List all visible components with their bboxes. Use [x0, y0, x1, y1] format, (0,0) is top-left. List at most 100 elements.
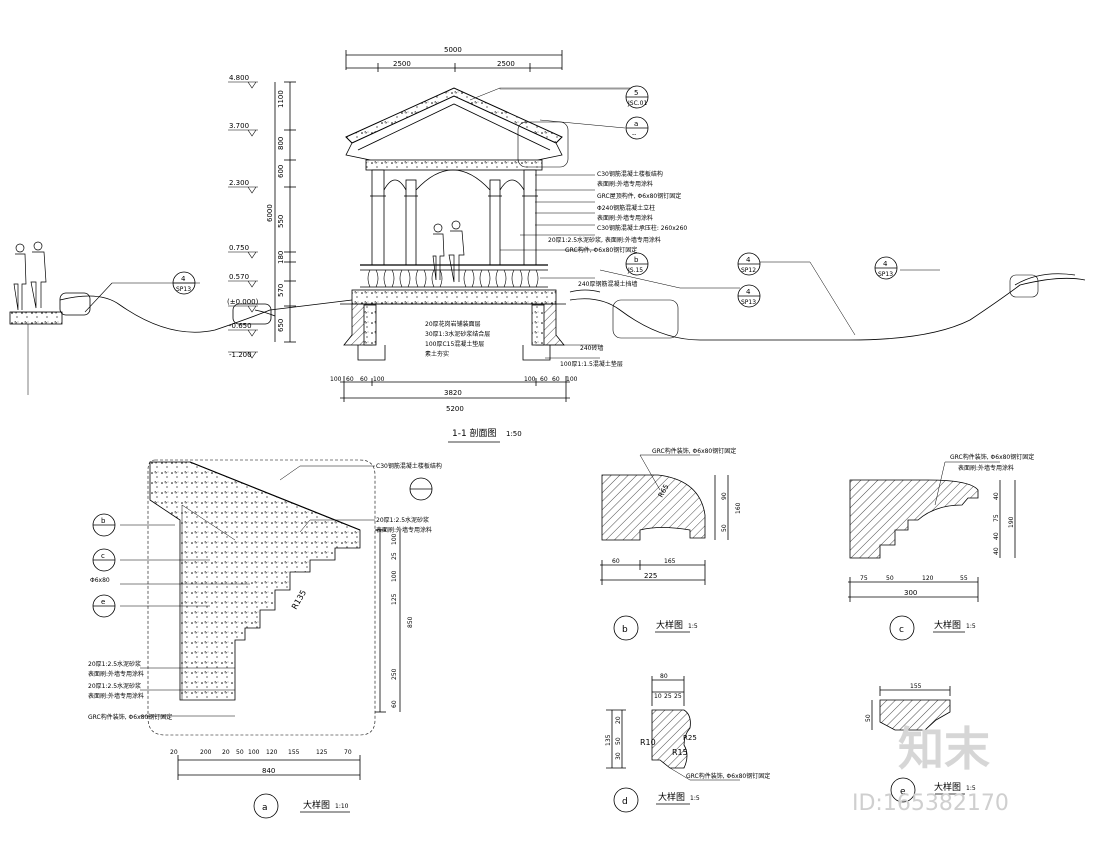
detail-c [848, 461, 1016, 641]
tag-7-num: 4 [181, 275, 186, 283]
detail-a-tag-c: c [101, 552, 105, 560]
detail-d-text: 80 10 25 25 20 50 30 135 R10 R15 R25 GRC… [605, 673, 770, 807]
detail-c-scale: 1:5 [966, 623, 976, 630]
detail-d-dim-top: 80 [660, 673, 668, 680]
tag-2-num: a [634, 120, 638, 128]
detail-b-note: GRC构件装饰, Φ6x80钢钉固定 [652, 447, 736, 455]
detail-a-rdim-3: 100 [391, 570, 398, 582]
tag-4-sheet: SP12 [741, 267, 756, 274]
callout-8: GRC构件, Φ6x80钢钉固定 [565, 246, 637, 254]
detail-c-dim-4: 55 [960, 575, 968, 582]
section-scale: 1:50 [506, 430, 522, 438]
base-note-2: 30厚1:3水泥砂浆结合层 [425, 330, 490, 338]
detail-a-note-9: GRC构件装饰, Φ6x80钢钉固定 [88, 713, 172, 721]
detail-d-dim-6: 30 [615, 752, 622, 760]
tag-5-sheet: SP13 [741, 299, 756, 306]
detail-a-note-5: 20厚1:2.5水泥砂浆 [88, 660, 141, 668]
callout-3: GRC屋顶构件, Φ6x80钢钉固定 [597, 192, 681, 200]
elev-4: 0.750 [229, 244, 249, 252]
elev-8: -1.200 [229, 351, 252, 359]
base-note-4: 素土夯实 [425, 350, 449, 358]
detail-a-rdim-6: 60 [391, 700, 398, 708]
detail-a-title: 大样图 [303, 799, 330, 811]
bdim-2: 60 [346, 376, 354, 383]
bdim-1: 100 [330, 376, 342, 383]
tag-1-sheet: JSC.01 [627, 100, 647, 107]
detail-d-title: 大样图 [658, 791, 685, 803]
callout-6: C30钢筋混凝土承压柱: 260x260 [597, 224, 687, 232]
tag-1-num: 5 [634, 89, 638, 97]
detail-a-rdim-total: 850 [407, 616, 414, 628]
hdim-5: 180 [277, 251, 285, 264]
detail-b-label: b [622, 625, 628, 635]
detail-d-dim-5: 50 [615, 737, 622, 745]
detail-c-dim-total-h: 190 [1008, 516, 1015, 528]
detail-b-dim-total: 225 [644, 572, 657, 580]
detail-e-text: 155 50 e 大样图 1:5 [865, 683, 976, 797]
detail-e-dim-2: 50 [865, 714, 872, 722]
detail-a-label: a [262, 803, 268, 813]
detail-c-title: 大样图 [934, 619, 961, 631]
detail-a-scale: 1:10 [335, 803, 349, 810]
hdim-total: 6000 [266, 204, 274, 222]
detail-a-rdim-2: 25 [391, 552, 398, 560]
detail-d-radius-2: R15 [672, 748, 688, 757]
detail-a-rdim-1: 100 [391, 533, 398, 545]
detail-b-dim-3: 90 [721, 492, 728, 500]
section-text: 5000 2500 2500 4.800 3.700 2.300 0.750 0… [176, 46, 893, 443]
detail-a-note-8: 表面刷:外墙专用涂料 [88, 692, 144, 700]
detail-c-note: GRC构件装饰, Φ6x80钢钉固定 [950, 453, 1034, 461]
detail-b-dim-2: 165 [664, 558, 676, 565]
detail-a-dim-4: 50 [236, 749, 244, 756]
detail-c-dim-7: 40 [993, 532, 1000, 540]
detail-a-note-2: 20厚1:2.5水泥砂浆 [376, 516, 429, 524]
bdim-9: 100 [566, 376, 578, 383]
hdim-1: 1100 [277, 90, 285, 108]
callout-10: 240砖墙 [580, 344, 603, 352]
hdim-2: 800 [277, 137, 285, 150]
detail-a [92, 459, 433, 819]
base-note-3: 100厚C15混凝土垫层 [425, 340, 484, 348]
detail-a-dim-9: 70 [344, 749, 352, 756]
elev-6: (±0.000) [227, 298, 259, 306]
hdim-7: 650 [277, 319, 285, 332]
dim-top-left: 2500 [393, 60, 411, 68]
detail-a-dim-7: 155 [288, 749, 300, 756]
detail-b-scale: 1:5 [688, 623, 698, 630]
detail-a-dim-3: 20 [222, 749, 230, 756]
detail-d-dim-4: 20 [615, 716, 622, 724]
detail-e-title: 大样图 [934, 781, 961, 793]
watermark: 知末 ID:165382170 [852, 722, 1009, 816]
detail-d-dim-1: 10 [654, 693, 662, 700]
bdim-5: 3820 [444, 389, 462, 397]
callout-7: 20厚1:2.5水泥砂浆, 表面刷:外墙专用涂料 [548, 236, 661, 244]
tag-6-num: 4 [883, 260, 888, 268]
detail-c-note2: 表面刷:外墙专用涂料 [958, 464, 1014, 472]
detail-c-dim-1: 75 [860, 575, 868, 582]
dim-top-total: 5000 [444, 46, 462, 54]
elev-2: 3.700 [229, 122, 249, 130]
base-note-1: 20厚花岗岩铺装面层 [425, 320, 481, 328]
detail-c-dim-6: 75 [993, 514, 1000, 522]
section-1-1 [9, 50, 1086, 402]
callout-1: C30钢筋混凝土楼板结构 [597, 170, 663, 178]
dim-top-right: 2500 [497, 60, 515, 68]
bdim-8: 60 [552, 376, 560, 383]
tag-4-num: 4 [746, 256, 751, 264]
tag-3-num: b [634, 256, 639, 264]
callout-4: Φ240钢筋混凝土立柱 [597, 204, 655, 212]
hdim-6: 570 [277, 284, 285, 297]
detail-c-dim-5: 40 [993, 492, 1000, 500]
detail-e-label: e [900, 787, 906, 797]
elev-1: 4.800 [229, 74, 249, 82]
detail-b-text: GRC构件装饰, Φ6x80钢钉固定 R65 60 165 225 90 50 … [612, 447, 742, 635]
detail-d-scale: 1:5 [690, 795, 700, 802]
tag-7-sheet: SP13 [176, 286, 191, 293]
watermark-id: ID:165382170 [852, 791, 1009, 816]
detail-a-dim-2: 200 [200, 749, 212, 756]
detail-d-note: GRC构件装饰, Φ6x80钢钉固定 [686, 772, 770, 780]
detail-e [871, 686, 965, 803]
detail-d-dim-2: 25 [664, 693, 672, 700]
detail-a-dim-8: 125 [316, 749, 328, 756]
